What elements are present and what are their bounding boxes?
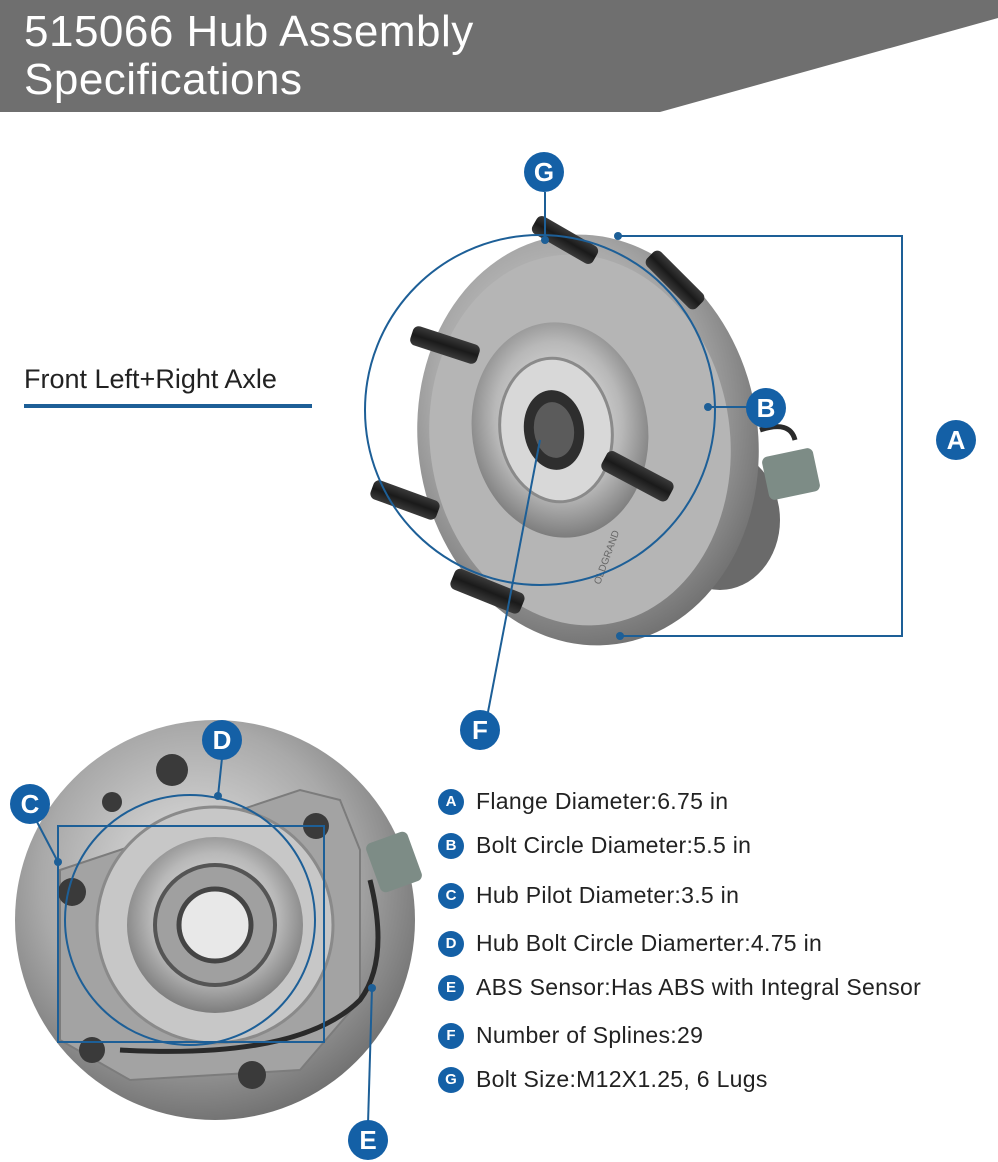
marker-e: E [348, 1120, 388, 1160]
marker-f: F [460, 710, 500, 750]
spec-letter-icon: B [438, 832, 464, 859]
spec-text: Bolt Size:M12X1.25, 6 Lugs [476, 1066, 768, 1092]
spec-letter-icon: F [438, 1022, 464, 1049]
header-banner [0, 0, 998, 112]
spec-item: B Bolt Circle Diameter:5.5 in [438, 832, 751, 859]
spec-text: Flange Diameter:6.75 in [476, 788, 729, 814]
spec-letter-icon: C [438, 882, 464, 909]
page-title-line1: 515066 Hub Assembly [24, 7, 474, 56]
marker-c: C [10, 784, 50, 824]
spec-text: Bolt Circle Diameter:5.5 in [476, 832, 752, 858]
abs-sensor-connector [762, 448, 820, 500]
spec-item: C Hub Pilot Diameter:3.5 in [438, 882, 739, 909]
abs-sensor-rear [366, 831, 422, 893]
spec-letter-icon: D [438, 930, 464, 957]
bolt-holes [58, 754, 329, 1089]
axle-label-underline [24, 404, 312, 408]
spec-item: D Hub Bolt Circle Diamerter:4.75 in [438, 930, 822, 957]
marker-d: D [202, 720, 242, 760]
spec-text: Hub Bolt Circle Diamerter:4.75 in [476, 930, 823, 956]
spec-item: F Number of Splines:29 [438, 1022, 703, 1049]
spec-item: A Flange Diameter:6.75 in [438, 788, 728, 815]
spec-text: Number of Splines:29 [476, 1022, 704, 1048]
marker-b: B [746, 388, 786, 428]
spline-bore-rear [176, 886, 254, 964]
spec-letter-icon: G [438, 1066, 464, 1093]
spec-letter-icon: A [438, 788, 464, 815]
marker-a: A [936, 420, 976, 460]
top-dimension-lines [364, 192, 903, 713]
page-title-line2: Specifications [24, 55, 303, 104]
wheel-studs [370, 216, 705, 614]
axle-label: Front Left+Right Axle [24, 364, 277, 394]
bottom-dimension-lines [35, 757, 373, 1125]
top-hub-image: OLDGRAND [370, 216, 820, 646]
spec-letter-icon: E [438, 974, 464, 1001]
spec-item: G Bolt Size:M12X1.25, 6 Lugs [438, 1066, 768, 1093]
spec-text: ABS Sensor:Has ABS with Integral Sensor [476, 974, 922, 1000]
marker-g: G [524, 152, 564, 192]
spec-text: Hub Pilot Diameter:3.5 in [476, 882, 740, 908]
spec-item: E ABS Sensor:Has ABS with Integral Senso… [438, 974, 921, 1001]
